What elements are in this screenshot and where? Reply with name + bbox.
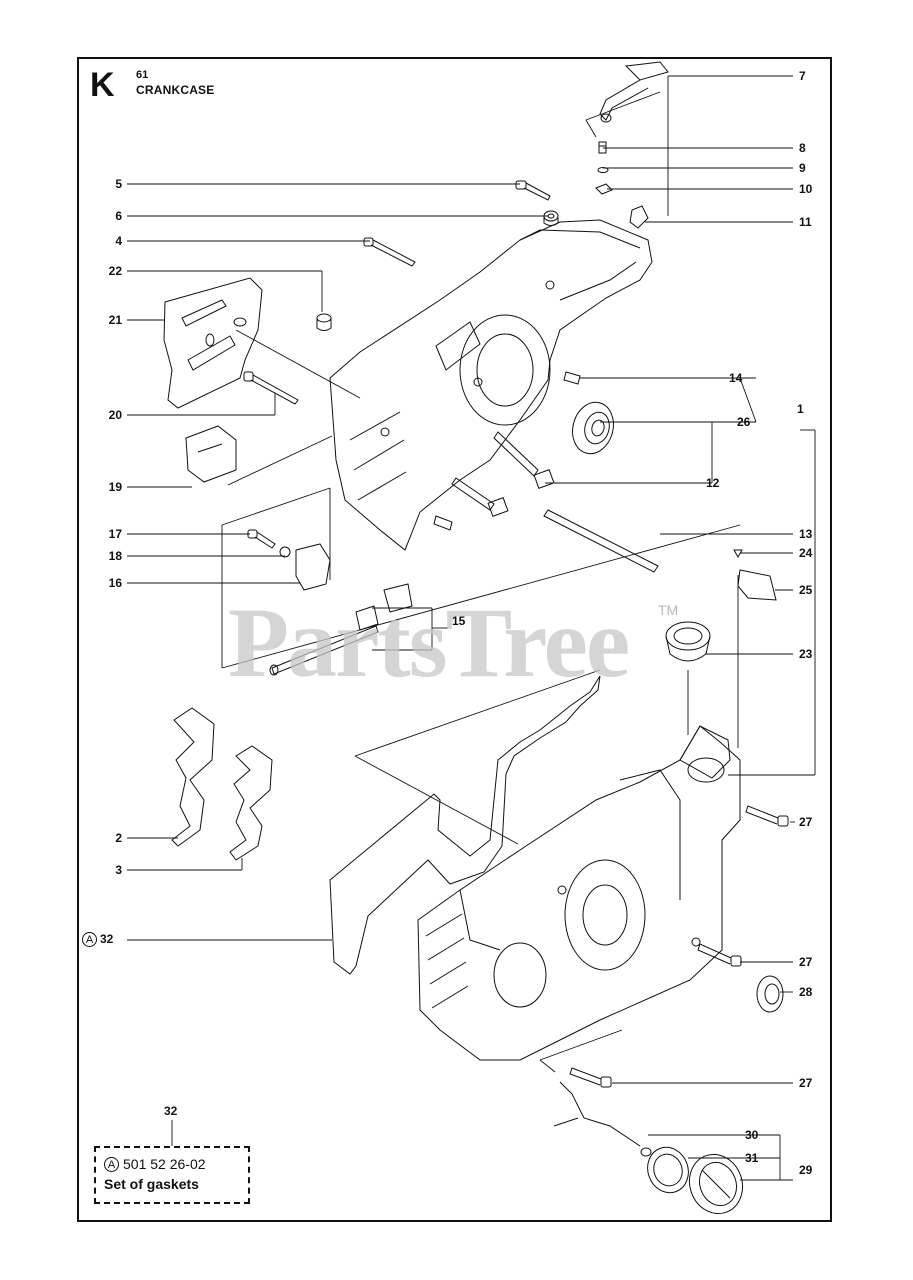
callout-24: 24 <box>799 546 813 560</box>
callout-14: 14 <box>729 371 743 385</box>
marker-a-icon: A <box>104 1156 119 1172</box>
watermark-tm: TM <box>658 602 679 618</box>
callout-17: 17 <box>108 527 122 541</box>
callout-27: 27 <box>799 955 813 969</box>
section-title: CRANKCASE <box>136 83 215 97</box>
section-letter: K <box>90 66 115 104</box>
part-2-spike <box>171 707 215 847</box>
callout-27: 27 <box>799 815 813 829</box>
part-30-strap <box>553 1081 652 1157</box>
part-11-nut <box>629 205 649 229</box>
callout-21: 21 <box>108 313 122 327</box>
part-5-screw <box>515 180 551 201</box>
part-27-screw <box>697 943 742 967</box>
part-9-washer <box>597 167 609 173</box>
callout-9: 9 <box>799 161 806 175</box>
part-28-seal <box>756 975 784 1013</box>
diagram-frame <box>77 57 832 1222</box>
gasket-kit-part-number-row: A 501 52 26-02 <box>104 1156 240 1172</box>
callout-30: 30 <box>745 1128 759 1142</box>
callout-23: 23 <box>799 647 813 661</box>
part-22-bushing <box>316 313 332 331</box>
callout-15: 15 <box>452 614 466 628</box>
part-21-plate <box>163 277 263 409</box>
callout-11: 11 <box>799 215 812 229</box>
callout-32: 32 <box>100 932 114 946</box>
callout-4: 4 <box>115 234 122 248</box>
part-25-switch <box>737 569 777 601</box>
callout-26: 26 <box>737 415 751 429</box>
part-26-bearing <box>572 401 614 455</box>
gasket-kit-part-number: 501 52 26-02 <box>123 1156 206 1172</box>
callout-5: 5 <box>115 177 122 191</box>
callout-1: 1 <box>797 402 804 416</box>
callout-8: 8 <box>799 141 806 155</box>
gasket-kit-ref-number: 32 <box>164 1104 178 1118</box>
callout-7: 7 <box>799 69 806 83</box>
section-number: 61 <box>136 69 149 81</box>
callout-20: 20 <box>108 408 122 422</box>
callout-19: 19 <box>108 480 122 494</box>
part-13-rod <box>543 509 659 573</box>
callout-28: 28 <box>799 985 813 999</box>
part-4-screw <box>363 237 416 267</box>
part-12-bolt <box>451 431 555 517</box>
part-27-screw <box>745 805 789 827</box>
part-pin <box>433 515 453 531</box>
callout-29: 29 <box>799 1163 813 1177</box>
part-16-block <box>295 543 331 591</box>
part-32-gasket <box>329 675 601 975</box>
part-8-screw <box>598 141 607 154</box>
part-7-bracket <box>599 61 669 123</box>
part-17-screw <box>247 529 276 549</box>
callout-22: 22 <box>108 264 122 278</box>
callout-6: 6 <box>115 209 122 223</box>
part-31-gasket <box>647 1146 689 1194</box>
part-20-screw <box>243 371 299 405</box>
marker-a-icon: A <box>82 932 97 948</box>
callout-16: 16 <box>108 576 122 590</box>
part-27-screw <box>569 1067 612 1088</box>
part-18-washer <box>279 546 291 558</box>
callout-2: 2 <box>115 831 122 845</box>
part-14-dowel <box>563 371 581 385</box>
callout-18: 18 <box>108 549 122 563</box>
crankcase-upper <box>329 219 653 551</box>
part-23-intake <box>665 621 711 662</box>
callout-25: 25 <box>799 583 813 597</box>
part-29-cap <box>689 1153 743 1215</box>
callout-27: 27 <box>799 1076 813 1090</box>
callout-12: 12 <box>706 476 720 490</box>
part-19-pad <box>185 425 237 483</box>
part-10-nut <box>595 183 613 195</box>
leader-lines <box>127 75 816 1181</box>
gasket-kit-box: A 501 52 26-02 Set of gaskets <box>94 1146 250 1204</box>
part-24-screw <box>733 549 743 559</box>
gasket-kit-description: Set of gaskets <box>104 1176 199 1192</box>
callout-31: 31 <box>745 1151 759 1165</box>
callout-3: 3 <box>115 863 122 877</box>
callout-13: 13 <box>799 527 813 541</box>
watermark-logo: PartsTree <box>228 587 630 698</box>
part-15-adjuster <box>269 583 413 676</box>
crankcase-lower <box>417 725 741 1061</box>
callout-10: 10 <box>799 182 813 196</box>
part-3-spike <box>229 745 273 861</box>
